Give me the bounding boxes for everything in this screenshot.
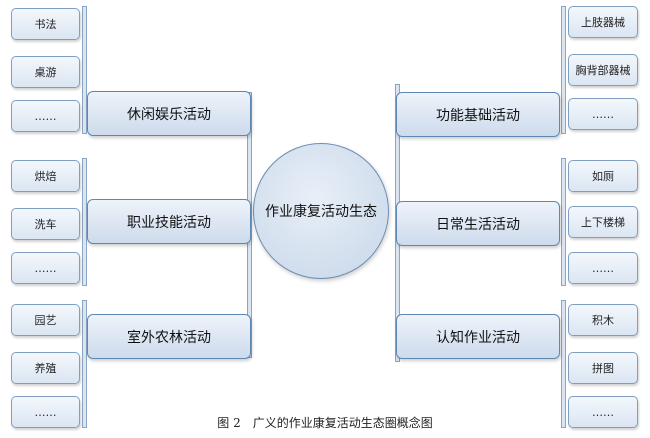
right-leaf-3-3: …… [568,396,638,428]
right-leaf-3-1: 积木 [568,304,638,336]
right-group-bar-2 [561,158,566,286]
right-leaf-1-1: 上肢器械 [568,6,638,38]
right-leaf-2-2: 上下楼梯 [568,206,638,238]
right-category-cognitive: 认知作业活动 [396,314,560,359]
left-group-bar-3 [82,300,87,428]
right-leaf-2-3: …… [568,252,638,284]
left-category-leisure: 休闲娱乐活动 [87,91,251,136]
right-leaf-1-2: 胸背部器械 [568,54,638,86]
right-category-functional: 功能基础活动 [396,92,560,137]
right-category-daily-living: 日常生活活动 [396,201,560,246]
left-leaf-1-3: …… [11,100,80,132]
left-group-bar-2 [82,158,87,286]
left-group-bar-1 [82,6,87,134]
right-leaf-2-1: 如厕 [568,160,638,192]
left-leaf-2-2: 洗车 [11,208,80,240]
left-leaf-3-2: 养殖 [11,352,80,384]
left-leaf-1-2: 桌游 [11,56,80,88]
right-leaf-3-2: 拼图 [568,352,638,384]
center-hub-label: 作业康复活动生态 [265,204,377,220]
left-leaf-3-1: 园艺 [11,304,80,336]
left-category-vocational: 职业技能活动 [87,199,251,244]
figure-caption: 图 2 广义的作业康复活动生态圈概念图 [217,416,433,430]
right-group-bar-3 [561,300,566,428]
center-hub: 作业康复活动生态 [253,143,389,279]
left-leaf-3-3: …… [11,396,80,428]
right-group-bar-1 [561,6,566,134]
left-category-outdoor: 室外农林活动 [87,314,251,359]
left-leaf-1-1: 书法 [11,8,80,40]
left-leaf-2-1: 烘焙 [11,160,80,192]
right-leaf-1-3: …… [568,98,638,130]
left-leaf-2-3: …… [11,252,80,284]
